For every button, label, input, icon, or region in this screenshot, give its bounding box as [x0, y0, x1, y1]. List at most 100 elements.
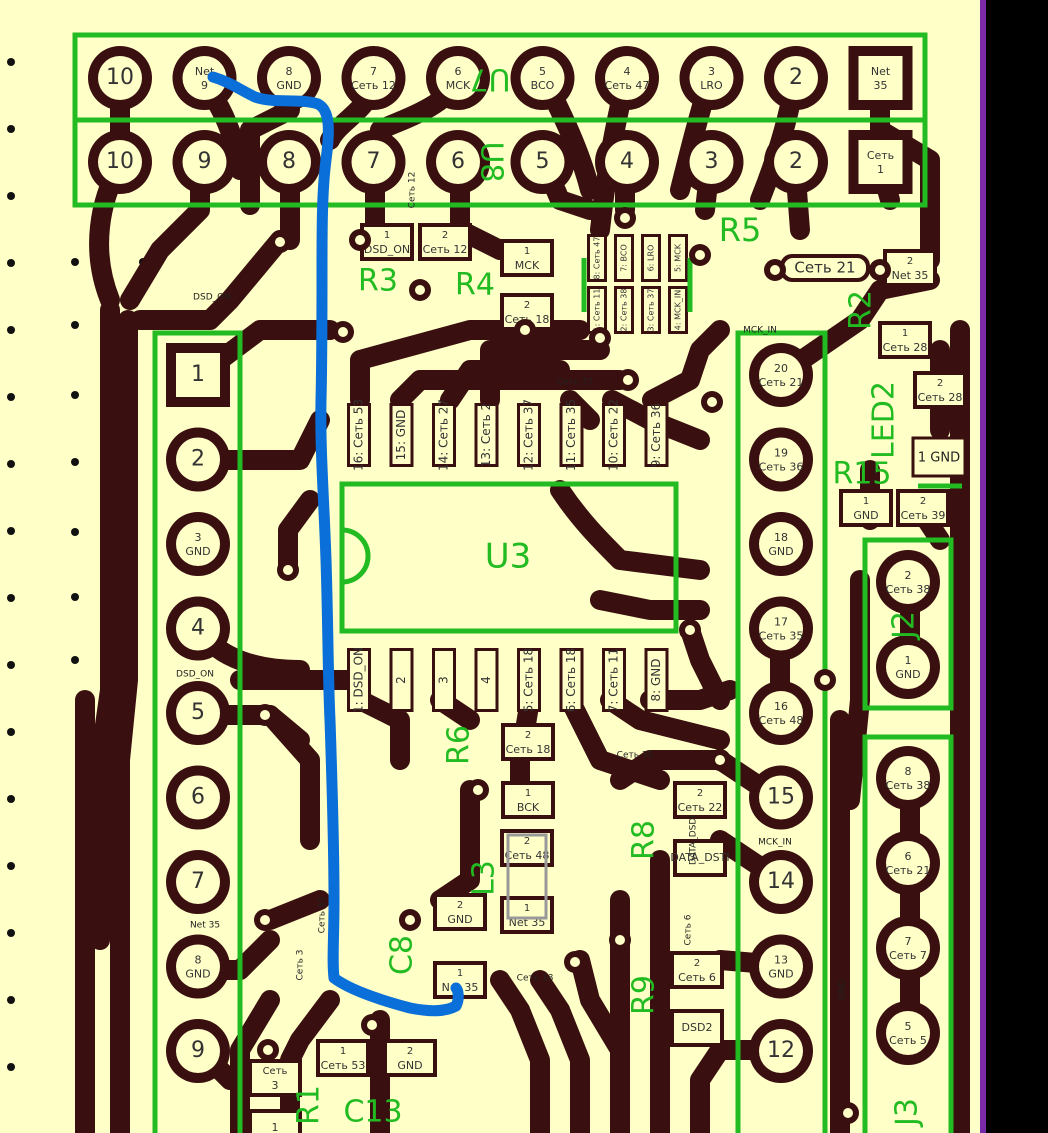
through-hole-pad-icon[interactable]: 4 [595, 130, 659, 194]
smd-pad-icon[interactable]: 3 [432, 648, 456, 712]
smd-pad-icon[interactable]: Сеть 21 [780, 254, 870, 282]
through-hole-pad-icon[interactable]: 3 [679, 130, 744, 194]
through-hole-pad-icon[interactable]: 2 [764, 130, 828, 194]
smd-pad-icon[interactable]: 8: Сеть 47 [587, 234, 607, 282]
through-hole-pad-icon[interactable]: 5 [510, 130, 575, 194]
svg-text:8: Сеть 47: 8: Сеть 47 [593, 237, 602, 280]
smd-pad-icon[interactable]: 8: GND [644, 648, 669, 712]
edge-via [71, 458, 79, 466]
interactive-route-stroke[interactable] [207, 71, 464, 1017]
through-hole-pad-icon[interactable]: 5 [166, 681, 230, 745]
svg-text:13: 13 [774, 954, 788, 967]
smd-pad-icon[interactable]: 5: MCK [668, 234, 688, 282]
through-hole-pad-icon[interactable]: 15 [749, 765, 813, 830]
smd-pad-icon[interactable]: DSD2 [670, 1009, 724, 1047]
through-hole-pad-icon[interactable]: 6 [166, 765, 230, 830]
smd-pad-icon[interactable]: 4: MCK_IN [668, 286, 688, 334]
smd-pad-icon[interactable]: 16: Сеть 53 [347, 399, 371, 471]
smd-pad-icon[interactable]: 14: Сеть 27 [432, 399, 456, 471]
smd-pad-icon[interactable]: 13: Сеть 2 [474, 403, 499, 467]
through-hole-pad-icon[interactable]: 9 [172, 130, 237, 194]
through-hole-pad-icon[interactable]: 4 [166, 596, 230, 661]
through-hole-pad-icon[interactable]: 9 [166, 1019, 230, 1083]
through-hole-pad-icon[interactable]: 7 [166, 850, 230, 914]
through-hole-pad-icon[interactable]: 10 [88, 130, 152, 194]
svg-text:2: 2 [394, 676, 408, 684]
smd-pad-icon[interactable]: 5: Сеть 18 [517, 648, 541, 712]
through-hole-pad-icon[interactable]: 2 [166, 427, 230, 492]
smd-pad-icon[interactable]: 1: Сеть 11 [587, 286, 607, 334]
through-hole-pad-icon[interactable]: 12 [749, 1019, 813, 1083]
smd-pad-icon[interactable]: 6: Сеть 18 [559, 648, 584, 712]
smd-pad-icon[interactable]: 10: Сеть 22 [602, 399, 626, 471]
svg-text:1: 1 [525, 788, 531, 799]
smd-pad-icon[interactable]: 7: Сеть 11 [602, 648, 626, 712]
smd-pad-icon[interactable]: 2: Сеть 38 [614, 286, 634, 334]
through-hole-pad-icon[interactable]: 1 [166, 343, 230, 407]
through-hole-pad-icon[interactable]: 6 [426, 130, 490, 194]
through-hole-pad-icon[interactable]: 10 [88, 46, 152, 110]
edge-via [7, 1063, 15, 1071]
through-hole-pad-icon[interactable]: 14 [749, 850, 813, 914]
gnd-pad-label: 1 GND [918, 451, 960, 466]
smd-pad-icon[interactable]: 1 [248, 1109, 302, 1133]
smd-pad-icon[interactable]: 3: Сеть 37 [641, 286, 661, 334]
component-reference: R2 [844, 290, 879, 330]
smd-pad-icon[interactable]: 1: DSD_ON [347, 647, 371, 713]
smd-pad-icon[interactable]: 9: Сеть 36 [644, 403, 669, 467]
through-hole-pad-icon[interactable]: 8 [257, 130, 321, 194]
via-icon [254, 704, 276, 726]
smd-pad-icon[interactable]: 7: BCO [614, 234, 634, 282]
smd-pad-icon[interactable]: 12: Сеть 37 [517, 399, 541, 471]
smd-pad-icon[interactable]: 11: Сеть 35 [559, 399, 584, 471]
through-hole-pad-icon[interactable]: 2 [764, 46, 828, 110]
smd-pad-icon[interactable]: 6: LRO [641, 234, 661, 282]
smd-pad-icon[interactable]: 2 [389, 648, 414, 712]
smd-pad-icon[interactable]: DATA_DSTI [670, 839, 730, 877]
smd-pad-icon[interactable]: 4 [474, 648, 499, 712]
through-hole-pad-icon[interactable]: 7 [341, 130, 406, 194]
smd-pad-icon[interactable]: 15: GND [389, 403, 414, 467]
